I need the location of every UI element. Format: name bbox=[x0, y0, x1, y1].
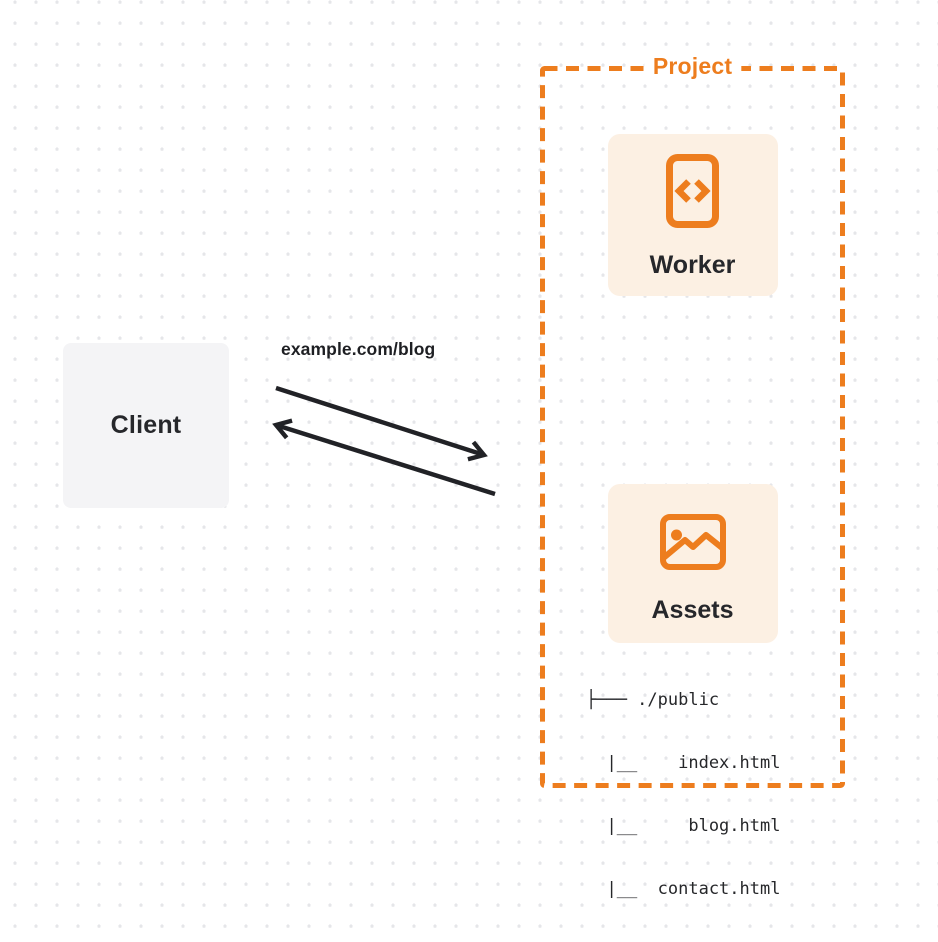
request-arrow bbox=[275, 385, 488, 462]
client-label: Client bbox=[110, 411, 182, 439]
diagram-canvas: { "colors": { "accent_orange": "#ED7D1E"… bbox=[0, 0, 938, 899]
assets-node: Assets bbox=[607, 484, 778, 643]
request-response-arrows bbox=[272, 385, 496, 497]
project-dashed-border bbox=[540, 66, 845, 788]
response-arrow bbox=[272, 418, 496, 497]
worker-node: Worker bbox=[607, 134, 778, 296]
file-tree-line: |__ index.html bbox=[586, 753, 781, 773]
assets-label: Assets bbox=[651, 596, 734, 624]
project-label: Project bbox=[643, 52, 742, 80]
project-boundary: Project Worker Assets ├─── ./public |__ … bbox=[540, 52, 845, 899]
file-tree-line: |__ contact.html bbox=[586, 879, 781, 899]
image-icon bbox=[659, 514, 726, 570]
request-url-label: example.com/blog bbox=[281, 339, 436, 359]
file-tree-line: |__ blog.html bbox=[586, 816, 781, 836]
worker-label: Worker bbox=[649, 251, 736, 279]
client-node: Client bbox=[63, 343, 229, 508]
file-tree: ├─── ./public |__ index.html |__ blog.ht… bbox=[586, 648, 780, 942]
file-tree-line: ├─── ./public bbox=[586, 690, 720, 710]
code-file-icon bbox=[666, 154, 719, 228]
